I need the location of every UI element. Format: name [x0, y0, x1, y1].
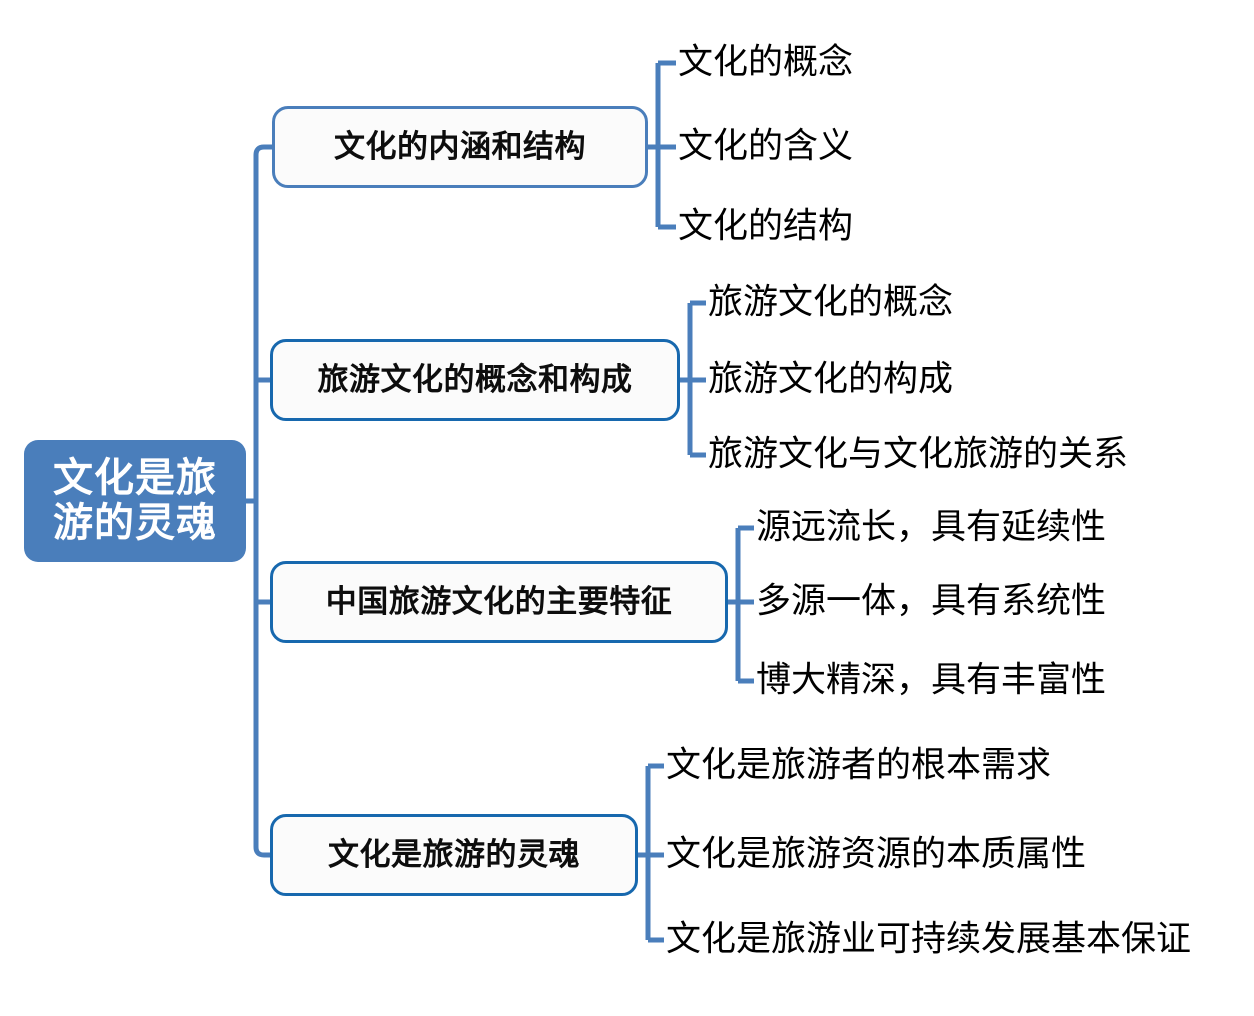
- branch-node-3[interactable]: 中国旅游文化的主要特征: [270, 561, 728, 643]
- leaf-label-1-2[interactable]: 文化的含义: [678, 126, 854, 167]
- leaf-label-2-1[interactable]: 旅游文化的概念: [708, 282, 954, 323]
- leaf-label-2-3[interactable]: 旅游文化与文化旅游的关系: [708, 434, 1129, 475]
- branch-node-3-label: 中国旅游文化的主要特征: [325, 583, 673, 620]
- leaf-label-3-1[interactable]: 源远流长，具有延续性: [756, 507, 1107, 548]
- root-node-label: 文化是旅 游的灵魂: [53, 455, 217, 546]
- leaf-label-3-2[interactable]: 多源一体，具有系统性: [756, 581, 1107, 622]
- branch-node-2-label: 旅游文化的概念和构成: [317, 361, 633, 398]
- branch-node-1[interactable]: 文化的内涵和结构: [272, 106, 648, 188]
- leaf-label-1-1[interactable]: 文化的概念: [678, 42, 854, 83]
- leaf-label-4-1[interactable]: 文化是旅游者的根本需求: [666, 745, 1052, 786]
- connector-trunk: [253, 144, 272, 858]
- branch-node-2[interactable]: 旅游文化的概念和构成: [270, 339, 680, 421]
- leaf-label-4-2[interactable]: 文化是旅游资源的本质属性: [666, 834, 1087, 875]
- branch-node-4-label: 文化是旅游的灵魂: [328, 836, 580, 873]
- leaf-label-3-3[interactable]: 博大精深，具有丰富性: [756, 660, 1107, 701]
- branch-node-1-label: 文化的内涵和结构: [334, 128, 586, 165]
- leaf-label-1-3[interactable]: 文化的结构: [678, 206, 854, 247]
- root-node[interactable]: 文化是旅 游的灵魂: [24, 440, 246, 562]
- leaf-label-2-2[interactable]: 旅游文化的构成: [708, 359, 954, 400]
- leaf-label-4-3[interactable]: 文化是旅游业可持续发展基本保证: [666, 919, 1192, 960]
- branch-node-4[interactable]: 文化是旅游的灵魂: [270, 814, 638, 896]
